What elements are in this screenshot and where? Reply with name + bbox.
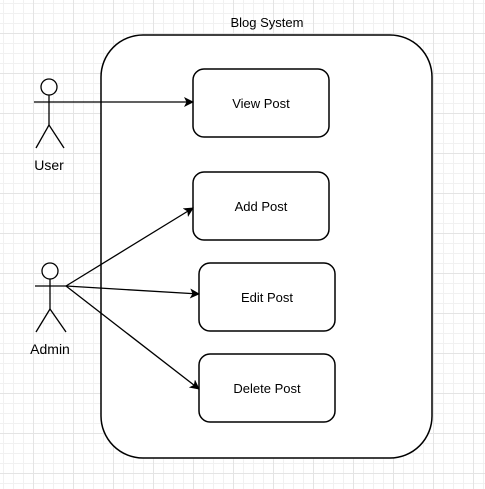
actor-user-leg-left [35,124,50,149]
usecase-edit-post-label: Edit Post [241,290,293,305]
actor-admin-head [41,262,59,280]
actor-admin-label: Admin [30,341,70,357]
usecase-edit-post[interactable]: Edit Post [198,262,336,332]
system-title: Blog System [231,15,304,30]
usecase-add-post[interactable]: Add Post [192,171,330,241]
usecase-view-post[interactable]: View Post [192,68,330,138]
actor-user-head [40,78,58,96]
usecase-add-post-label: Add Post [235,199,288,214]
system-boundary[interactable] [100,34,433,459]
actor-user-leg-right [48,124,65,149]
usecase-view-post-label: View Post [232,96,290,111]
actor-admin-leg-left [35,308,51,333]
actor-admin-leg-right [49,308,67,333]
association-admin-delete-post[interactable] [65,285,200,390]
association-admin-add-post[interactable] [65,207,194,287]
actor-user[interactable]: User [34,78,65,173]
actor-user-label: User [34,157,64,173]
association-admin-edit-post[interactable] [65,285,200,299]
usecase-delete-post-label: Delete Post [233,381,301,396]
usecase-delete-post[interactable]: Delete Post [198,353,336,423]
actor-admin[interactable]: Admin [30,262,70,357]
